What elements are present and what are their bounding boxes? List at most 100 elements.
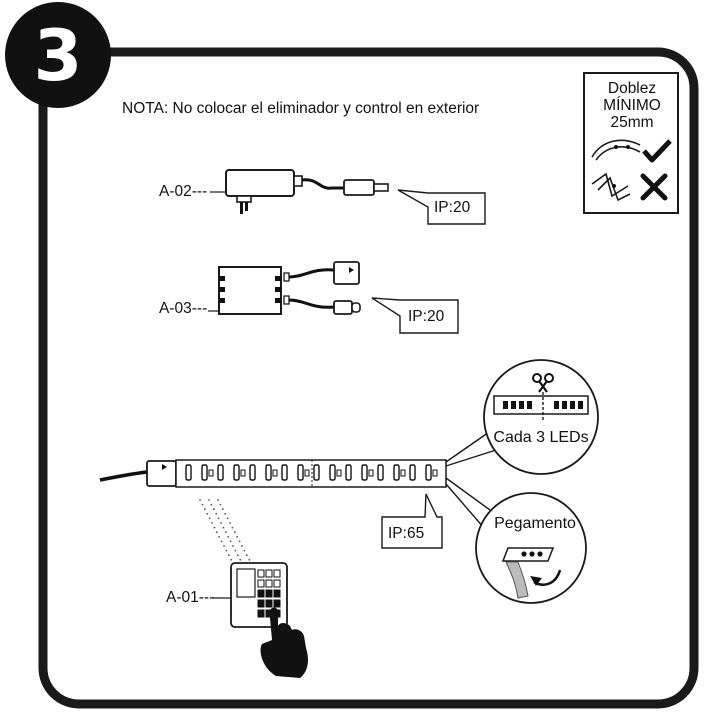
signal-dot xyxy=(215,512,218,515)
signal-dot xyxy=(220,540,223,543)
label-a01: A-01--- xyxy=(166,589,215,606)
signal-dot xyxy=(212,508,215,511)
signal-dot xyxy=(213,526,216,529)
remote-button xyxy=(273,589,281,598)
led-chip xyxy=(329,464,336,481)
resistor xyxy=(400,469,406,477)
adhesive-text: Pegamento xyxy=(494,515,576,532)
outdoor-warning-note: NOTA: No colocar el eliminador y control… xyxy=(122,100,480,117)
signal-dot xyxy=(218,535,221,538)
cut-every-3-leds-text: Cada 3 LEDs xyxy=(493,429,589,446)
remote-button xyxy=(257,599,265,608)
signal-dot xyxy=(245,554,248,557)
led-chip xyxy=(217,464,224,481)
cut-callout xyxy=(445,359,599,475)
ip-a03-callout xyxy=(371,297,459,334)
signal-dot xyxy=(227,554,230,557)
controller xyxy=(208,261,361,315)
signal-dot xyxy=(215,531,218,534)
signal-dot xyxy=(238,540,241,543)
led-chips xyxy=(185,464,438,481)
signal-dot xyxy=(210,503,213,506)
remote-button xyxy=(273,569,281,578)
signal-dot xyxy=(232,545,234,547)
signal-dot xyxy=(217,517,220,520)
remote-button xyxy=(257,609,265,618)
signal-dot xyxy=(208,499,210,501)
resistor xyxy=(368,469,374,477)
led-chip xyxy=(265,464,272,481)
led-chip xyxy=(313,464,320,481)
signal-dot xyxy=(227,535,230,538)
signal-dot xyxy=(226,517,229,520)
led-chip xyxy=(345,464,352,481)
led-chip xyxy=(233,464,240,481)
ip-a02-callout xyxy=(397,189,486,225)
resistor xyxy=(304,469,310,477)
gentle-bend-icon xyxy=(591,139,641,161)
remote-button xyxy=(265,599,273,608)
signal-dot xyxy=(236,554,239,557)
ip-rating-strip: IP:65 xyxy=(388,525,425,542)
resistor xyxy=(432,469,438,477)
signal-dot xyxy=(201,503,204,506)
cross-icon xyxy=(640,173,668,201)
led-chip xyxy=(361,464,368,481)
remote-button xyxy=(273,599,281,608)
ir-signal xyxy=(199,499,251,561)
signal-dot xyxy=(229,540,232,543)
signal-dot xyxy=(236,535,239,538)
remote-button xyxy=(265,589,273,598)
signal-dot xyxy=(248,558,251,561)
check-icon xyxy=(642,139,672,163)
led-chip xyxy=(297,464,304,481)
signal-dot xyxy=(221,508,224,511)
remote-button xyxy=(265,579,273,588)
signal-dot xyxy=(222,526,225,529)
signal-dot xyxy=(243,549,246,552)
remote-button xyxy=(273,579,281,588)
signal-dot xyxy=(206,512,209,515)
signal-dot xyxy=(229,522,231,524)
led-chip xyxy=(185,464,192,481)
ip-rating-a03: IP:20 xyxy=(408,308,445,325)
signal-dot xyxy=(225,549,228,552)
led-chip xyxy=(249,464,256,481)
led-chip xyxy=(281,464,288,481)
led-strip xyxy=(99,459,447,488)
signal-dot xyxy=(199,499,201,501)
signal-dot xyxy=(231,526,234,529)
remote-button xyxy=(257,589,265,598)
resistor xyxy=(272,469,278,477)
ip-rating-a02: IP:20 xyxy=(434,199,471,216)
signal-dot xyxy=(241,545,243,547)
ip-strip-callout xyxy=(381,493,443,549)
resistor xyxy=(336,469,342,477)
led-chip xyxy=(425,464,432,481)
scissors-icon xyxy=(532,373,554,393)
signal-dot xyxy=(211,522,213,524)
signal-dot xyxy=(223,545,225,547)
signal-dot xyxy=(234,549,237,552)
remote-button xyxy=(257,579,265,588)
hand-icon xyxy=(260,607,308,678)
signal-dot xyxy=(203,508,206,511)
led-chip xyxy=(409,464,416,481)
label-a02: A-02--- xyxy=(159,183,208,200)
step-badge xyxy=(5,2,111,108)
remote-button xyxy=(265,569,273,578)
led-chip xyxy=(201,464,208,481)
signal-dot xyxy=(219,503,222,506)
bend-box xyxy=(583,72,679,214)
power-adapter xyxy=(210,169,389,214)
signal-dot xyxy=(224,512,227,515)
minimum-bend-title: Doblez MÍNIMO 25mm xyxy=(603,80,661,131)
signal-dot xyxy=(230,558,233,561)
step-number: 3 xyxy=(33,15,83,97)
sharp-fold-icon xyxy=(591,172,631,202)
label-a03: A-03--- xyxy=(159,300,208,317)
resistor xyxy=(240,469,246,477)
adhesive-callout xyxy=(445,477,587,604)
signal-dot xyxy=(224,531,227,534)
signal-dot xyxy=(208,517,211,520)
